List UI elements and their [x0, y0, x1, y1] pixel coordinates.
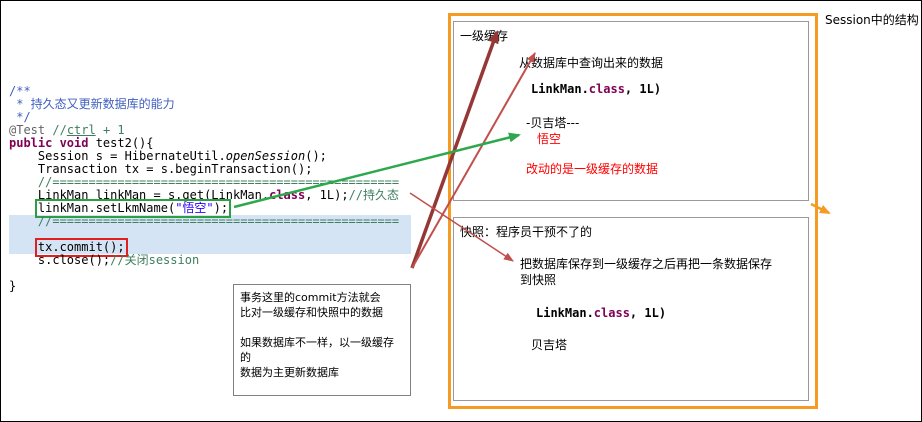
- note-line: 比对一级缓存和快照中的数据: [240, 306, 383, 319]
- cache-code-post: , 1L): [624, 82, 662, 96]
- code-line: linkMan.setLkmName("悟空");: [9, 199, 411, 218]
- code-line: */: [9, 110, 31, 124]
- snapshot-value: 贝吉塔: [531, 338, 568, 352]
- snapshot-code-pre: LinkMan.: [536, 306, 594, 320]
- cache-code-snippet: LinkMan.class, 1L): [531, 82, 661, 96]
- cache-desc: 从数据库中查询出来的数据: [519, 56, 664, 70]
- note-line: 事务这里的commit方法就会: [240, 291, 381, 304]
- cache-title: 一级缓存: [460, 29, 509, 43]
- note-line: [240, 320, 404, 335]
- note-line: 如果数据库不一样，以一级缓存的: [240, 336, 394, 364]
- code-line: * 持久态又更新数据库的能力: [9, 97, 175, 111]
- session-structure-box: 一级缓存 从数据库中查询出来的数据 LinkMan.class, 1L) -贝吉…: [448, 13, 818, 409]
- cache-note: 改动的是一级缓存的数据: [526, 162, 659, 176]
- cache-code-pre: LinkMan.: [531, 82, 589, 96]
- code-line: tx.commit();: [9, 238, 411, 257]
- first-level-cache-box: 一级缓存 从数据库中查询出来的数据 LinkMan.class, 1L) -贝吉…: [453, 21, 809, 201]
- cache-old-value: -贝吉塔---: [526, 116, 580, 130]
- note-line: 数据为主更新数据库: [240, 366, 339, 379]
- code-line: }: [9, 279, 17, 293]
- code-line: [9, 228, 411, 241]
- code-line: @Test //ctrl + 1: [9, 123, 125, 137]
- session-structure-label: Session中的结构: [825, 13, 919, 27]
- code-line: //======================================…: [9, 215, 411, 228]
- cache-code-keyword: class: [588, 82, 625, 96]
- code-line: /**: [9, 84, 31, 98]
- code-line: s.close();//关闭session: [9, 253, 200, 267]
- cache-new-value: 悟空: [537, 132, 562, 146]
- code-line: [9, 267, 411, 280]
- code-line: public void test2(){: [9, 136, 154, 150]
- commit-explanation-note: 事务这里的commit方法就会比对一级缓存和快照中的数据 如果数据库不一样，以一…: [233, 284, 411, 396]
- snapshot-box: 快照：程序员干预不了的 把数据库保存到一级缓存之后再把一条数据保存到快照 Lin…: [453, 217, 809, 401]
- snapshot-code-snippet: LinkMan.class, 1L): [536, 306, 666, 320]
- snapshot-code-keyword: class: [593, 306, 630, 320]
- red-highlight-box: tx.commit();: [34, 238, 128, 257]
- green-highlight-box: linkMan.setLkmName("悟空");: [34, 199, 232, 218]
- snapshot-title: 快照：程序员干预不了的: [460, 225, 593, 239]
- snapshot-code-post: , 1L): [629, 306, 667, 320]
- snapshot-desc: 把数据库保存到一级缓存之后再把一条数据保存到快照: [520, 257, 773, 287]
